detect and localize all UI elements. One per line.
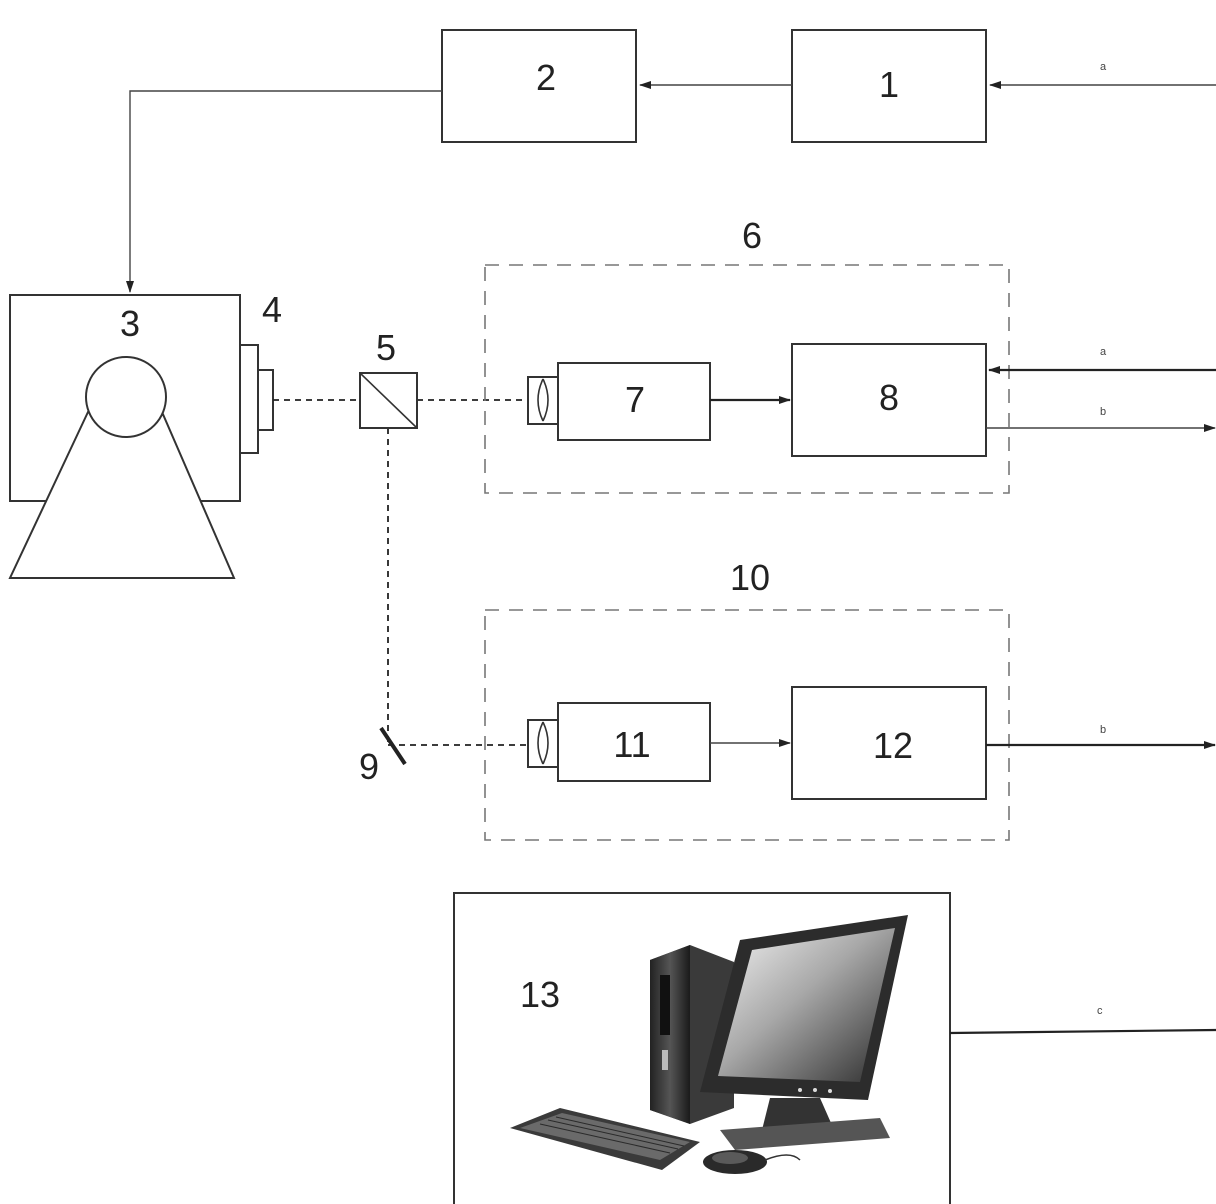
block-13-label: 13 — [520, 974, 560, 1015]
line-2-to-3 — [126, 90, 442, 293]
block-9-mirror — [379, 726, 407, 766]
block-5-label: 5 — [376, 327, 396, 368]
signal-c-from-13-line — [949, 1028, 1216, 1035]
signal-a-mid-label: a — [1100, 346, 1107, 358]
group-10-boundary — [484, 609, 1010, 841]
block-3-source — [8, 294, 241, 579]
block-1 — [791, 29, 987, 143]
block-5-beam-splitter — [359, 372, 418, 429]
block-10-label: 10 — [730, 557, 770, 598]
block-12 — [791, 686, 987, 800]
block-6-label: 6 — [742, 215, 762, 256]
block-8 — [791, 343, 987, 457]
block-8-label: 8 — [879, 377, 899, 418]
block-11-camera — [527, 702, 711, 782]
block-7-camera — [527, 362, 711, 441]
block-9-label: 9 — [359, 746, 379, 787]
block-12-label: 12 — [873, 725, 913, 766]
block-3-label: 3 — [120, 303, 140, 344]
signal-b-low-label: b — [1100, 724, 1106, 736]
block-4-port — [239, 344, 274, 454]
block-7-label: 7 — [625, 379, 645, 420]
block-4-label: 4 — [262, 289, 282, 330]
block-11-label: 11 — [613, 724, 650, 765]
signal-a-top-label: a — [1100, 61, 1107, 73]
group-6-boundary — [484, 264, 1010, 494]
signal-c-bottom-label: c — [1097, 1005, 1103, 1017]
block-2-label: 2 — [536, 57, 556, 98]
block-1-label: 1 — [879, 64, 899, 105]
signal-b-mid-label: b — [1100, 406, 1106, 418]
computer-icon — [510, 915, 908, 1174]
block-2 — [441, 29, 637, 143]
